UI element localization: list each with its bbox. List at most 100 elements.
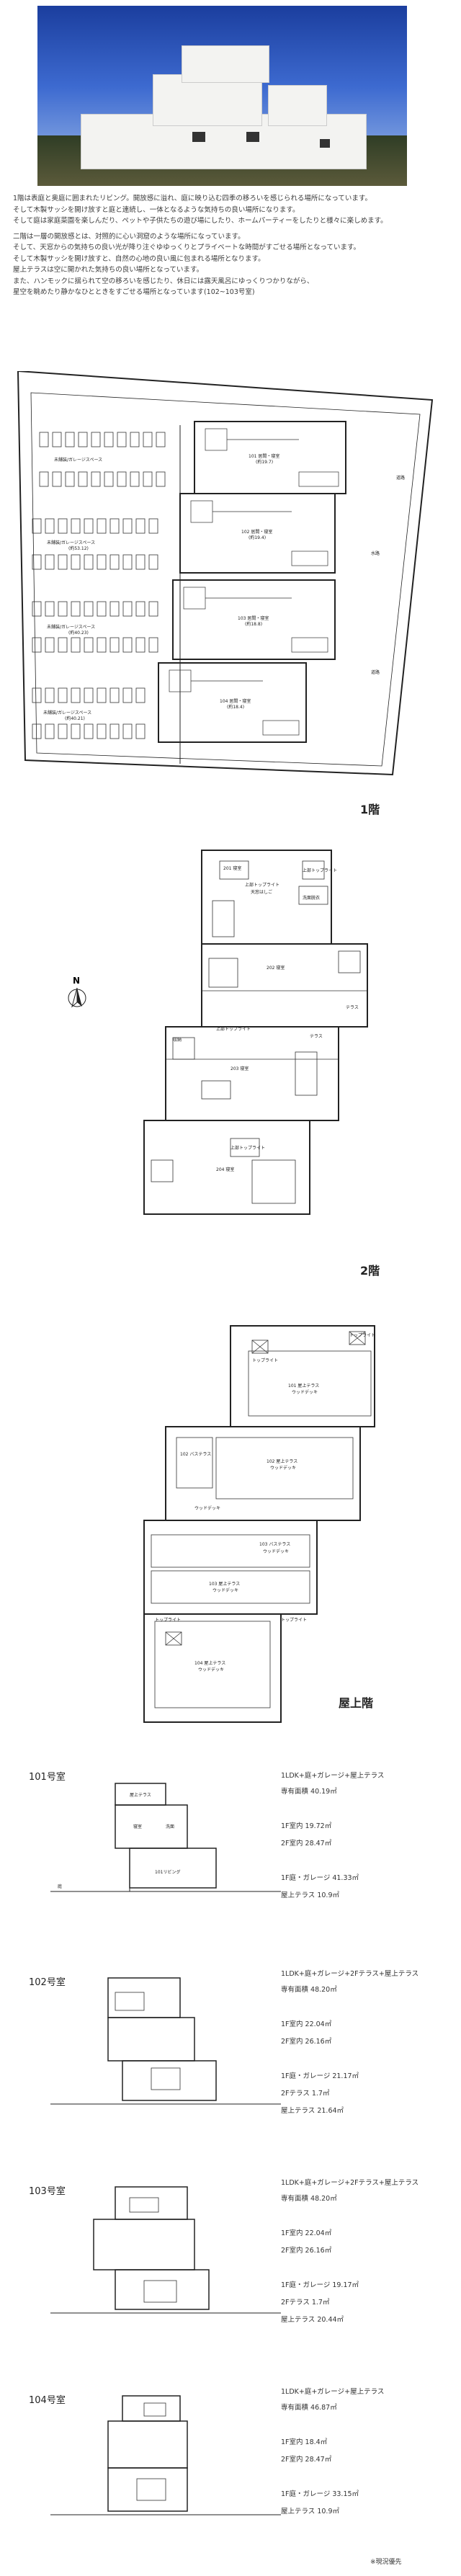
- unit-101: 101号室 屋上テラス 寝室 洗面 101リビング 庭 1LDK+庭+ガレージ+…: [0, 1769, 461, 1942]
- text-line: そして庭は家庭菜園を楽しんだり、ペットや子供たちの遊び場にしたり、ホームパーティ…: [13, 217, 388, 225]
- room-label: 収納: [173, 1037, 182, 1043]
- spec-line: 2F室内 28.47㎡: [281, 1840, 332, 1848]
- drawing-label: 101リビング: [155, 1869, 180, 1875]
- unit-spec: 1LDK+庭+ガレージ+2Fテラス+屋上テラス 専有面積 48.20㎡ 1F室内…: [281, 2176, 419, 2329]
- room-label: 上部トップライト: [216, 1026, 251, 1032]
- building-volume: [268, 85, 327, 126]
- waterway-label: 水路: [371, 551, 380, 556]
- spec-line: [281, 2417, 384, 2434]
- spec-line: 屋上テラス 10.9㎡: [281, 2508, 339, 2515]
- room-label: 天窓はしご: [251, 889, 272, 895]
- parking-label: 未舗装/ガレージスペース: [43, 710, 91, 716]
- road-label: 道路: [371, 669, 380, 675]
- room-label: 101 居間・寝室: [249, 453, 279, 459]
- parking-label: 未舗装/ガレージスペース: [47, 624, 95, 630]
- room-label: ウッドデッキ: [212, 1587, 238, 1593]
- room-label: 104 屋上テラス: [194, 1660, 225, 1666]
- building-volume: [182, 45, 269, 83]
- spec-line: 2F室内 28.47㎡: [281, 2456, 332, 2464]
- north-arrow: N: [66, 976, 88, 1012]
- text-line: そして木製サッシを開け放すと、自然の心地の良い風に包まれる場所となります。: [13, 254, 265, 263]
- spec-line: [281, 2469, 384, 2486]
- room-label: トップライト: [349, 1333, 375, 1338]
- room-label: 上部トップライト: [230, 1145, 265, 1151]
- room-label: ウッドデッキ: [194, 1505, 220, 1511]
- room-label: 203 寝室: [230, 1066, 249, 1071]
- room-label: 洗面脱衣: [303, 895, 320, 901]
- unit-section-drawing: [50, 2395, 281, 2515]
- spec-line: 1F室内 18.4㎡: [281, 2438, 328, 2446]
- room-label: 上部トップライト: [245, 882, 279, 888]
- unit-plan: 1LDK+庭+ガレージ+屋上テラス: [281, 2388, 385, 2396]
- unit-spec: 1LDK+庭+ガレージ+屋上テラス 専有面積 46.87㎡ 1F室内 18.4㎡…: [281, 2385, 384, 2521]
- parking-area: (約53.12): [68, 545, 89, 551]
- parking-area: (約40.21): [65, 716, 85, 721]
- intro-paragraph-1: 1階は表庭と奥庭に囲まれたリビング。開放感に溢れ、庭に映り込む四季の移ろいを感じ…: [13, 193, 445, 227]
- room-label: 102 バステラス: [180, 1452, 211, 1457]
- unit-102: 102号室 1LDK+庭+ガレージ+2Fテラス+屋上テラス 専有面積 48.20…: [0, 1967, 461, 2154]
- spec-line: 屋上テラス 20.44㎡: [281, 2316, 344, 2324]
- spec-line: 屋上テラス 21.64㎡: [281, 2107, 344, 2115]
- room-label: 102 屋上テラス: [267, 1458, 297, 1464]
- spec-line: [281, 2051, 419, 2068]
- unit-spec: 1LDK+庭+ガレージ+屋上テラス 専有面積 40.19㎡ 1F室内 19.72…: [281, 1769, 384, 1904]
- room-label: 102 居間・寝室: [241, 529, 272, 535]
- unit-title: 102号室: [29, 1977, 66, 1988]
- building-volume: [153, 74, 262, 126]
- spec-line: 専有面積 48.20㎡: [281, 1986, 337, 1994]
- room-area: (約18.4): [227, 704, 244, 710]
- spec-line: 1F室内 22.04㎡: [281, 2229, 332, 2237]
- spec-line: [281, 1853, 384, 1870]
- unit-title: 103号室: [29, 2186, 66, 2197]
- spec-line: 1F庭・ガレージ 19.17㎡: [281, 2281, 359, 2289]
- spec-line: 専有面積 46.87㎡: [281, 2404, 337, 2412]
- floor-plan-1f: 未舗装/ガレージスペース 未舗装/ガレージスペース (約53.12) 未舗装/ガ…: [11, 371, 443, 789]
- spec-line: [281, 1999, 419, 2016]
- room-label: トップライト: [281, 1618, 307, 1623]
- room-label: 202 寝室: [267, 965, 285, 971]
- room-label: トップライト: [155, 1618, 181, 1623]
- spec-line: 屋上テラス 10.9㎡: [281, 1891, 339, 1899]
- parking-label: 未舗装/ガレージスペース: [47, 540, 95, 545]
- parking-area: (約40.23): [68, 630, 89, 636]
- room-label: 103 バステラス: [259, 1542, 290, 1547]
- room-label: テラス: [346, 1005, 359, 1010]
- text-line: 1階は表庭と奥庭に囲まれたリビング。開放感に溢れ、庭に映り込む四季の移ろいを感じ…: [13, 195, 372, 202]
- unit-section-drawing: 屋上テラス 寝室 洗面 101リビング 庭: [50, 1783, 281, 1892]
- drawing-label: 庭: [58, 1884, 62, 1889]
- room-label: 201 寝室: [223, 865, 241, 871]
- room-label: 204 寝室: [216, 1167, 234, 1172]
- room-label: テラス: [310, 1034, 323, 1039]
- spec-line: 専有面積 48.20㎡: [281, 2195, 337, 2203]
- drawing-label: 洗面: [166, 1824, 174, 1830]
- parking-label: 未舗装/ガレージスペース: [54, 457, 102, 463]
- text-line: そして、天窓からの気持ちの良い光が降り注ぐゆゆっくりとプライベートな時間がすごせ…: [13, 244, 361, 251]
- spec-line: 1F庭・ガレージ 33.15㎡: [281, 2490, 359, 2498]
- unit-section-drawing: [50, 1977, 281, 2105]
- text-line: そして木製サッシを開け放すと庭と連続し、一体となるような気持ちの良い場所になりま…: [13, 205, 300, 214]
- window: [192, 132, 205, 142]
- unit-title: 104号室: [29, 2395, 66, 2406]
- room-area: (約19.4): [249, 535, 266, 540]
- text-line: 星空を眺めたり静かなひとときをすごせる場所となっています(102~103号室): [13, 288, 255, 296]
- unit-plan: 1LDK+庭+ガレージ+屋上テラス: [281, 1772, 385, 1780]
- text-line: 二階は一層の開放感とは、対照的に心い洞窟のような場所になっています。: [13, 232, 245, 241]
- room-label: 101 屋上テラス: [288, 1383, 319, 1389]
- spec-line: 1F庭・ガレージ 21.17㎡: [281, 2072, 359, 2080]
- unit-103: 103号室 1LDK+庭+ガレージ+2Fテラス+屋上テラス 専有面積 48.20…: [0, 2176, 461, 2363]
- room-label: トップライト: [252, 1358, 278, 1363]
- spec-line: 1F庭・ガレージ 41.33㎡: [281, 1874, 359, 1882]
- spec-line: 2Fテラス 1.7㎡: [281, 2299, 330, 2307]
- floor-label-1f: 1階: [360, 803, 380, 816]
- window: [246, 132, 259, 142]
- drawing-label: 屋上テラス: [130, 1792, 151, 1798]
- room-label: ウッドデッキ: [270, 1465, 296, 1471]
- window: [320, 139, 330, 148]
- footnote: ※現況優先: [370, 2559, 402, 2566]
- unit-section-drawing: [50, 2186, 281, 2314]
- road-label: 道路: [396, 475, 405, 481]
- text-line: また、ハンモックに揺られて空の移ろいを感じたり、休日には露天風呂にゆっくりつかり…: [13, 277, 314, 285]
- room-label: ウッドデッキ: [263, 1548, 289, 1554]
- unit-104: 104号室 1LDK+庭+ガレージ+屋上テラス 専有面積 46.87㎡ 1F室内…: [0, 2385, 461, 2551]
- room-area: (約19.7): [256, 459, 273, 465]
